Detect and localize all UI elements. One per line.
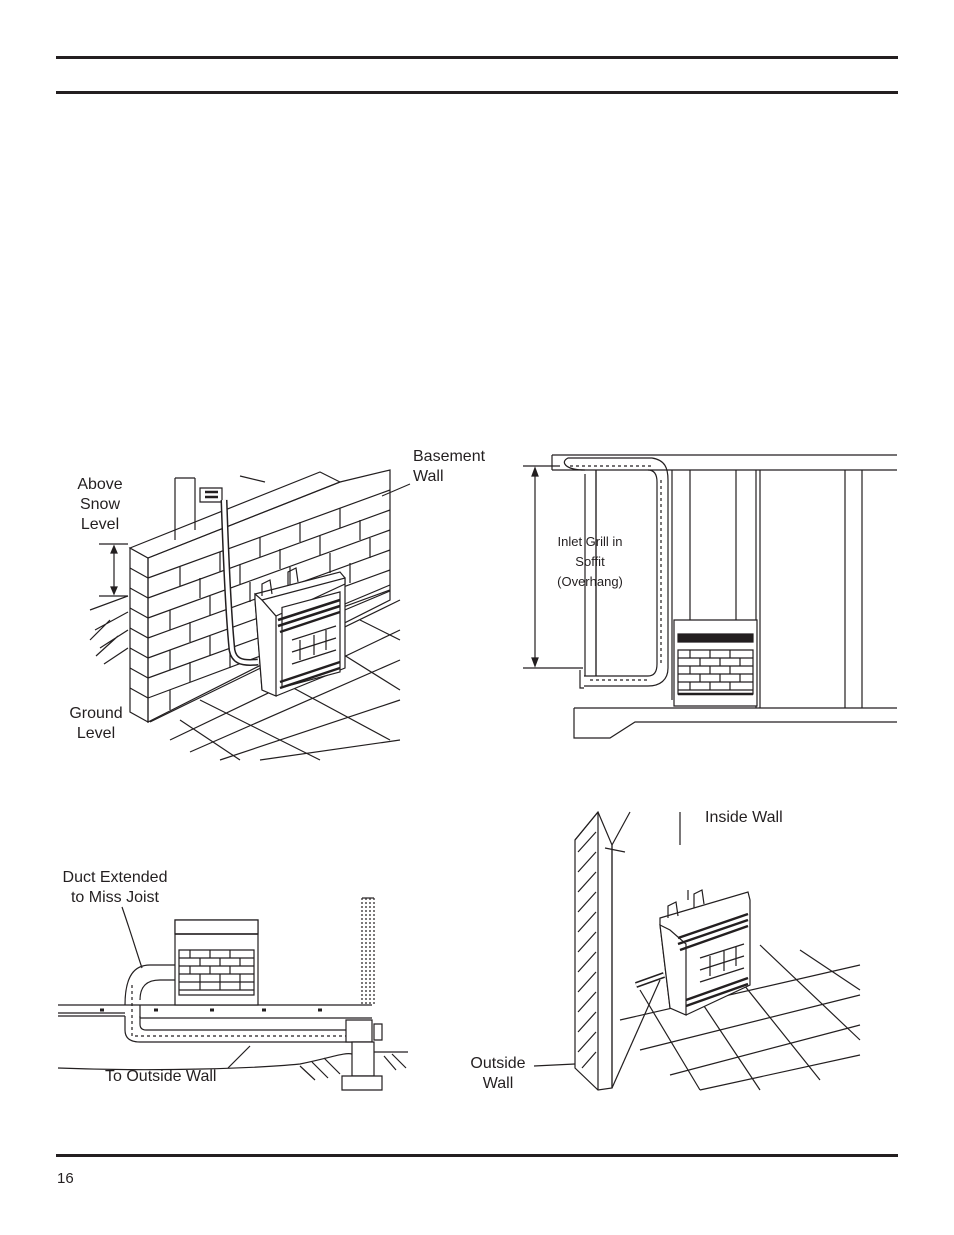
- label-outside-wall: Outside Wall: [470, 1055, 526, 1092]
- page-number: 16: [57, 1170, 74, 1187]
- label-above-snow-level: Above Snow Level: [77, 476, 123, 533]
- label-to-outside-wall: To Outside Wall: [105, 1068, 217, 1085]
- label-basement-wall: Basement Wall: [413, 448, 486, 485]
- header-rule-top: [56, 56, 898, 59]
- header-rule-bottom: [56, 91, 898, 94]
- label-inside-wall: Inside Wall: [705, 809, 783, 826]
- footer-rule: [56, 1154, 898, 1157]
- label-inlet-grill-in-soffit: Inlet Grill in Soffit (Overhang): [557, 534, 623, 589]
- label-ground-level: Ground Level: [69, 705, 123, 742]
- label-duct-extended: Duct Extended to Miss Joist: [62, 869, 168, 906]
